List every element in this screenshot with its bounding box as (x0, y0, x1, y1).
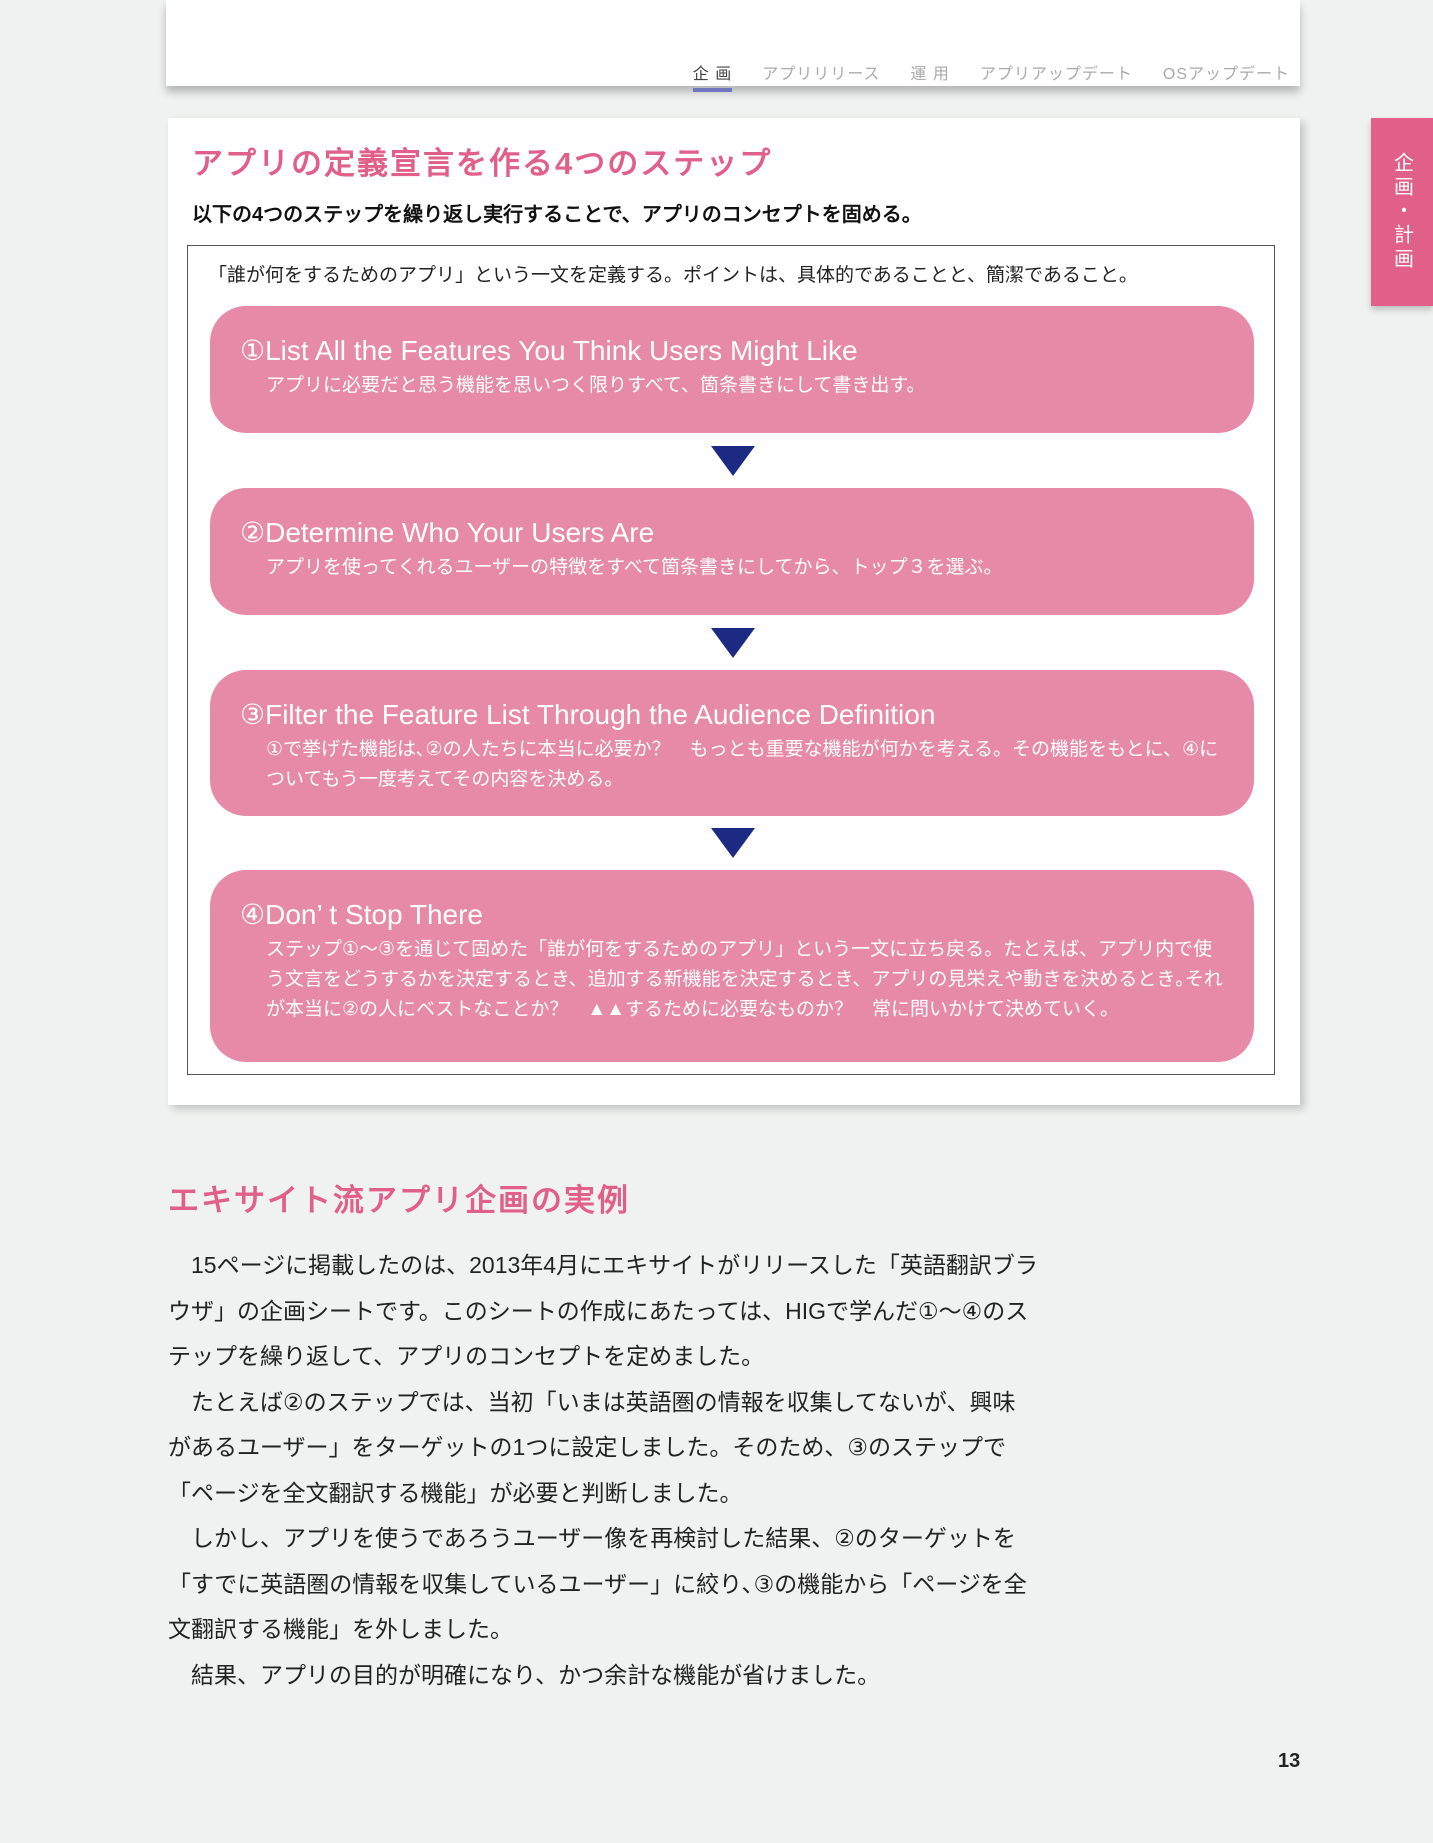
tab-bar: 企 画 アプリリリース 運 用 アプリアップデート OSアップデート (692, 60, 1290, 92)
step-desc: ①で挙げた機能は､②の人たちに本当に必要か？ もっとも重要な機能が何かを考える。… (266, 739, 1219, 790)
step-title: ②Determine Who Your Users Are (240, 517, 655, 548)
tab-app-update[interactable]: アプリアップデート (979, 66, 1133, 83)
down-arrow-icon (711, 628, 755, 658)
down-arrow-icon (711, 446, 755, 476)
step-4: ④Don’ t Stop There ステップ①～③を通じて固めた「誰が何をする… (210, 870, 1254, 1062)
steps-card: アプリの定義宣言を作る4つのステップ 以下の4つのステップを繰り返し実行すること… (168, 118, 1300, 1105)
tab-os-update[interactable]: OSアップデート (1162, 66, 1290, 83)
section-body: 15ページに掲載したのは、2013年4月にエキサイトがリリースした「英語翻訳ブラ… (168, 1243, 1038, 1698)
paragraph: 15ページに掲載したのは、2013年4月にエキサイトがリリースした「英語翻訳ブラ… (168, 1252, 1038, 1369)
paragraph: しかし、アプリを使うであろうユーザー像を再検討した結果、②のターゲットを「すでに… (168, 1525, 1027, 1642)
steps-box: 「誰が何をするためのアプリ」という一文を定義する。ポイントは、具体的であることと… (187, 245, 1275, 1075)
step-title: ①List All the Features You Think Users M… (240, 335, 858, 366)
card-title: アプリの定義宣言を作る4つのステップ (192, 146, 773, 181)
steps-intro: 「誰が何をするためのアプリ」という一文を定義する。ポイントは、具体的であることと… (208, 265, 1138, 286)
step-desc: アプリを使ってくれるユーザーの特徴をすべて箇条書きにしてから、トップ３を選ぶ。 (266, 557, 1003, 578)
side-tab-planning[interactable]: 企画・計画 (1371, 118, 1433, 306)
paragraph: 結果、アプリの目的が明確になり、かつ余計な機能が省けました。 (191, 1661, 881, 1688)
header-bar: 企 画 アプリリリース 運 用 アプリアップデート OSアップデート (166, 0, 1300, 92)
step-2: ②Determine Who Your Users Are アプリを使ってくれる… (210, 488, 1254, 615)
tab-app-release[interactable]: アプリリリース (762, 66, 881, 83)
step-3: ③Filter the Feature List Through the Aud… (210, 670, 1254, 816)
step-title: ④Don’ t Stop There (240, 899, 484, 930)
paragraph: たとえば②のステップでは、当初「いまは英語圏の情報を収集してないが、興味があるユ… (168, 1388, 1016, 1506)
step-desc: アプリに必要だと思う機能を思いつく限りすべて、箇条書きにして書き出す。 (266, 375, 926, 396)
step-1: ①List All the Features You Think Users M… (210, 306, 1254, 433)
tab-operation[interactable]: 運 用 (910, 66, 950, 83)
step-desc: ステップ①～③を通じて固めた「誰が何をするためのアプリ」という一文に立ち戻る。た… (266, 939, 1223, 1020)
page-number: 13 (1278, 1750, 1301, 1772)
step-title: ③Filter the Feature List Through the Aud… (240, 699, 936, 730)
section-title: エキサイト流アプリ企画の実例 (168, 1183, 630, 1218)
tab-planning[interactable]: 企 画 (692, 60, 733, 92)
down-arrow-icon (711, 828, 755, 858)
card-subtitle: 以下の4つのステップを繰り返し実行することで、アプリのコンセプトを固める。 (192, 204, 922, 226)
